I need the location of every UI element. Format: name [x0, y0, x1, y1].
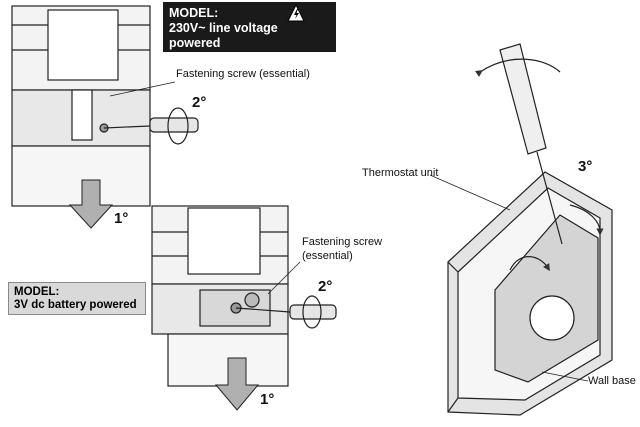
fastening-screw-label-middle: Fastening screw [302, 236, 383, 248]
model-title: MODEL: [14, 286, 60, 298]
model-description: 3V dc battery powered [14, 299, 137, 311]
step-1-top: 1° [114, 210, 129, 227]
model-title: MODEL: [169, 6, 219, 20]
screwdriver-middle [235, 295, 337, 329]
step-3-right: 3° [578, 158, 593, 175]
high-voltage-warning-icon [287, 3, 305, 27]
wall-base-label: Wall base [588, 375, 636, 387]
screwdriver-right [499, 43, 563, 245]
down-arrow-middle [214, 357, 260, 411]
model-description: 230V~ line voltage powered [169, 21, 278, 50]
fastening-screw-label-top: Fastening screw (essential) [176, 68, 310, 80]
down-arrow-top [68, 179, 114, 229]
thermostat-230v [11, 5, 151, 207]
screwdriver-top [103, 107, 199, 145]
model-label-230v: MODEL: 230V~ line voltage powered [163, 2, 336, 52]
thermostat-angled [447, 171, 613, 416]
thermostat-battery [151, 205, 289, 387]
model-label-battery: MODEL: 3V dc battery powered [8, 282, 146, 315]
fastening-screw-label-middle-sub: (essential) [302, 250, 353, 262]
step-2-top: 2° [192, 94, 207, 111]
thermostat-unit-label: Thermostat unit [362, 167, 439, 179]
step-1-middle: 1° [260, 391, 275, 408]
rotation-arrows-right [475, 58, 604, 272]
step-2-middle: 2° [318, 278, 333, 295]
